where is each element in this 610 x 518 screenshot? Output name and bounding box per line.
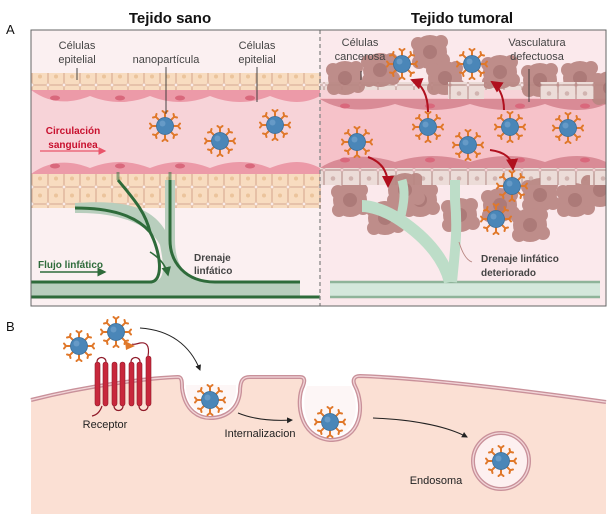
label-internalization: Internalizacion — [225, 428, 296, 440]
label-epithelial-left-1: Células — [59, 40, 96, 52]
label-circulation-1: Circulación — [46, 126, 100, 137]
drainage-arrow — [149, 251, 171, 277]
panel-a: A Tejido sano Tejido tumoral Células epi… — [6, 10, 607, 307]
label-drainage-2: linfático — [194, 266, 232, 277]
label-epithelial-right-1: Células — [239, 40, 276, 52]
lymphatic-vessel-tumor — [330, 178, 600, 299]
label-impaired-drainage-2: deteriorado — [481, 268, 536, 279]
label-drainage-1: Drenaje — [194, 253, 231, 264]
panel-b: B — [6, 316, 607, 514]
endosome — [471, 431, 531, 491]
receptor — [91, 342, 152, 417]
label-lymph-flow: Flujo linfático — [38, 260, 103, 271]
panel-a-letter: A — [6, 22, 15, 37]
label-circulation-2: sanguínea — [48, 140, 98, 151]
label-epithelial-right-2: epitelial — [238, 54, 275, 66]
label-impaired-drainage-1: Drenaje linfático — [481, 254, 559, 265]
leader-lines — [76, 67, 530, 263]
epithelial-row-bottom-healthy — [31, 174, 321, 191]
cell-body — [31, 376, 606, 514]
label-nanoparticle: nanopartícula — [133, 54, 201, 66]
tumor-tissue-title: Tejido tumoral — [411, 10, 513, 27]
label-cancer-cells-2: cancerosa — [335, 51, 387, 63]
lymphatic-vessel-healthy — [31, 172, 320, 299]
label-cancer-cells-1: Células — [342, 37, 379, 49]
panel-b-letter: B — [6, 319, 15, 334]
epithelial-row-top-healthy — [31, 73, 321, 90]
healthy-tissue-title: Tejido sano — [129, 10, 211, 27]
internalization-arrows — [139, 327, 468, 438]
label-vasculature-2: defectuosa — [510, 51, 565, 63]
label-receptor: Receptor — [83, 419, 128, 431]
ligand-triangle — [125, 341, 135, 350]
extravasation-arrows — [367, 78, 519, 188]
label-endosome: Endosoma — [410, 475, 463, 487]
label-epithelial-left-2: epitelial — [58, 54, 95, 66]
label-vasculature-1: Vasculatura — [508, 37, 566, 49]
